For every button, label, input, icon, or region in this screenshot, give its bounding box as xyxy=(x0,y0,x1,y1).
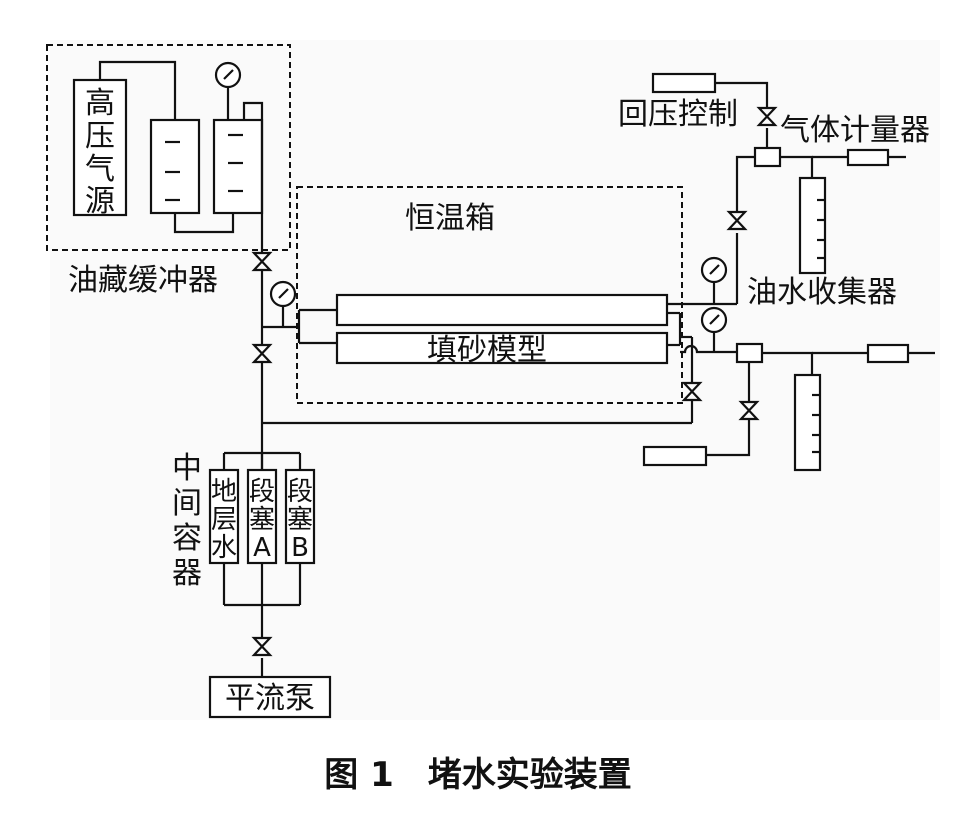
gas-separator-junction xyxy=(753,146,782,168)
graduated-cylinder-upper-ticks xyxy=(817,198,825,260)
slug-b-label-char-1: 段 xyxy=(287,477,313,507)
back-pressure-control-label: 回压控制 xyxy=(618,97,738,132)
valve-icon-back-pressure xyxy=(756,106,778,127)
thermostat-dashed-frame xyxy=(296,186,683,404)
gas-flow-meter-upper xyxy=(846,148,890,167)
buffer-cylinder-1-marks xyxy=(165,140,180,202)
valve-icon-model-bypass xyxy=(681,381,703,405)
valve-icon-lower-collector xyxy=(738,400,760,421)
valve-icon-upper-collector xyxy=(726,210,748,231)
slug-b-container xyxy=(284,468,316,565)
lower-separator-junction xyxy=(735,342,764,364)
slug-a-label-char-2: 塞 xyxy=(249,505,275,535)
thermostat-label: 恒温箱 xyxy=(405,201,495,236)
figure-caption: 图 1 堵水实验装置 xyxy=(324,755,632,795)
formation-water-label-char-2: 层 xyxy=(211,505,237,535)
container-manifold-bottom xyxy=(222,563,302,677)
high-pressure-gas-label-char-4: 源 xyxy=(85,184,115,219)
container-manifold-top xyxy=(222,451,302,470)
back-pressure-controller-box xyxy=(651,72,717,94)
oil-buffer-dashed-frame xyxy=(46,44,291,251)
slug-b-label-char-2: 塞 xyxy=(287,505,313,535)
formation-water-label-char-1: 地 xyxy=(211,477,237,507)
buffer-cylinder-1 xyxy=(149,118,201,215)
constant-flow-pump-box xyxy=(208,675,332,719)
gas-meter-label: 气体计量器 xyxy=(780,113,930,148)
slug-a-label-char-1: 段 xyxy=(249,477,275,507)
slug-a-label-char-3: A xyxy=(253,533,271,563)
sand-pack-model-tube-1 xyxy=(335,293,669,327)
formation-water-label-char-3: 水 xyxy=(211,533,237,563)
pump-label: 平流泵 xyxy=(225,681,315,716)
high-pressure-gas-source-box xyxy=(72,78,128,217)
graduated-cylinder-lower xyxy=(793,373,822,472)
slug-b-label-char-3: B xyxy=(291,533,309,563)
high-pressure-gas-label-char-1: 高 xyxy=(85,86,115,121)
intermediate-container-label-char-3: 容 xyxy=(172,521,202,556)
intermediate-container-label-char-4: 器 xyxy=(172,556,202,591)
sand-pack-model-tube-2 xyxy=(335,331,669,365)
gas-flow-meter-lower xyxy=(866,343,910,364)
back-pressure-piping xyxy=(715,81,769,148)
high-pressure-gas-label-char-2: 压 xyxy=(85,119,115,154)
outlet-pressure-gauge-upper-icon xyxy=(700,256,728,284)
inlet-pressure-gauge-icon xyxy=(269,280,297,308)
graduated-cylinder-lower-ticks xyxy=(812,393,820,454)
intermediate-container-label-char-1: 中 xyxy=(172,451,202,486)
buffer-cylinder-2-marks xyxy=(228,133,243,193)
model-outlet-piping xyxy=(667,302,737,423)
lower-collector-piping xyxy=(706,351,935,457)
high-pressure-gas-label-char-3: 气 xyxy=(85,152,115,187)
model-inlet-piping xyxy=(297,308,337,345)
oil-water-collector-label: 油水收集器 xyxy=(747,275,897,310)
outlet-pressure-gauge-lower-icon xyxy=(700,306,728,334)
valve-icon-left-upper xyxy=(251,251,273,278)
lower-back-pressure-box xyxy=(642,445,708,467)
upper-collector-piping xyxy=(712,155,906,304)
buffer-pressure-gauge-icon xyxy=(214,61,242,89)
valve-icon-pump xyxy=(251,636,273,657)
valve-icon-left-lower xyxy=(251,343,273,370)
sand-model-label: 填砂模型 xyxy=(427,333,547,368)
gas-buffer-piping xyxy=(98,60,235,234)
intermediate-container-label-char-2: 间 xyxy=(172,486,202,521)
buffer-outlet-piping xyxy=(226,85,264,253)
oil-buffer-label: 油藏缓冲器 xyxy=(68,263,218,298)
